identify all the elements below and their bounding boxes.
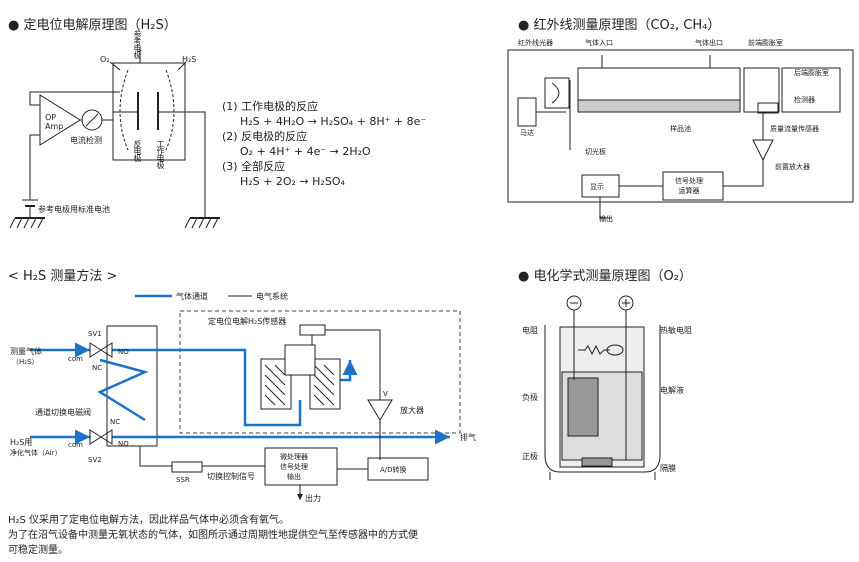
- working-electrode-label: 工作电极: [156, 140, 165, 168]
- chopper-label: 切光板: [585, 148, 606, 156]
- resistor-label: 电阻: [522, 326, 538, 335]
- o2-principle-drawing: [544, 295, 661, 480]
- sensor-label: 定电位电解H₂S传感器: [208, 317, 287, 326]
- electrolyte-label: 电解液: [660, 386, 684, 395]
- h2s-method-title: < H₂S 测量方法 >: [8, 269, 118, 284]
- amplifier-label: 放大器: [400, 406, 424, 415]
- ir-principle-drawing: [507, 49, 854, 219]
- current-detect-label: 电流检测: [70, 136, 102, 145]
- reaction-2: (2) 反电极的反应: [222, 130, 308, 143]
- reaction-2-eq: O₂ + 4H⁺ + 4e⁻ → 2H₂O: [240, 145, 371, 158]
- footnote-line-3: 可稳定测量。: [8, 545, 68, 556]
- flow-sensor-label: 质量流量传感器: [770, 125, 819, 133]
- measure-gas-label: 测量气体: [10, 347, 42, 356]
- switch-signal-label: 切换控制信号: [207, 472, 255, 481]
- gas-in-label: 气体入口: [585, 39, 613, 47]
- method-output-label: 出力: [305, 494, 321, 503]
- v-label: V: [383, 390, 388, 398]
- solenoid-label: 通道切换电磁阀: [35, 408, 91, 417]
- purge-gas-sub: 净化气体（Air）: [10, 449, 62, 457]
- micro-box-label: 微处理器 信号处理 输出: [280, 453, 308, 481]
- counter-electrode-label: 反电极: [133, 140, 142, 161]
- ref-electrode-label: 参考电极: [133, 30, 142, 58]
- adc-label: A/D转换: [380, 466, 407, 474]
- h2s-method-drawing: [30, 294, 461, 500]
- sv1-label: SV1: [88, 330, 102, 338]
- sv2-com: com: [68, 441, 83, 449]
- sv1-nc: NC: [92, 364, 103, 372]
- legend-elec: 电气系统: [256, 292, 288, 301]
- footnote-line-1: H₂S 仪采用了定电位电解方法，因此样品气体中必须含有氧气。: [8, 515, 290, 526]
- reaction-3: (3) 全部反应: [222, 160, 286, 173]
- sv1-no: NO: [118, 348, 129, 356]
- op-amp-label: OP Amp: [45, 113, 64, 131]
- footnote-line-2: 为了在沼气设备中测量无氧状态的气体，如图所示通过周期性地提供空气至传感器中的方式…: [8, 530, 418, 541]
- motor-label: 马达: [520, 129, 534, 137]
- legend-gas: 气体通道: [176, 292, 208, 301]
- ir-source-label: 红外线光器: [518, 39, 553, 47]
- negative-label: 负极: [522, 393, 538, 402]
- ssr-label: SSR: [176, 476, 190, 484]
- exhaust-label: 排气: [460, 433, 476, 442]
- sv2-no: NO: [118, 440, 129, 448]
- reaction-1-eq: H₂S + 4H₂O → H₂SO₄ + 8H⁺ + 8e⁻: [240, 115, 427, 128]
- display-box-label: 显示: [590, 183, 604, 191]
- rear-chamber-label: 后端膨胀室: [794, 69, 829, 77]
- processor-box-label: 信号处理 运算器: [675, 177, 703, 195]
- sv2-nc: NC: [110, 418, 121, 426]
- measure-gas-sub: （H₂S）: [12, 358, 39, 366]
- positive-label: 正极: [522, 452, 538, 461]
- sv1-com: com: [68, 355, 83, 363]
- gas-out-label: 气体出口: [695, 39, 723, 47]
- reaction-1: (1) 工作电极的反应: [222, 100, 319, 113]
- reaction-3-eq: H₂S + 2O₂ → H₂SO₄: [240, 175, 345, 188]
- ir-output-label: 输出: [599, 215, 613, 223]
- preamp-label: 前置放大器: [775, 163, 810, 171]
- sv2-label: SV2: [88, 456, 102, 464]
- detector-label: 检测器: [794, 96, 815, 104]
- ir-principle-title: ● 红外线测量原理图（CO₂, CH₄）: [518, 18, 721, 33]
- o2-label: O₂: [100, 55, 110, 64]
- battery-label: 参考电极用标准电池: [38, 205, 110, 214]
- purge-gas-label: H₂S用: [10, 438, 33, 447]
- h2s-principle-title: ● 定电位电解原理图（H₂S）: [8, 18, 177, 33]
- h2s-label: H₂S: [182, 55, 197, 64]
- front-chamber-label: 前端膨胀室: [748, 39, 783, 47]
- thermistor-label: 热敏电阻: [660, 326, 692, 335]
- membrane-label: 隔膜: [660, 464, 676, 473]
- o2-principle-title: ● 电化学式测量原理图（O₂）: [518, 269, 692, 284]
- sample-cell-label: 样品池: [670, 125, 691, 133]
- h2s-principle-drawing: [9, 48, 220, 229]
